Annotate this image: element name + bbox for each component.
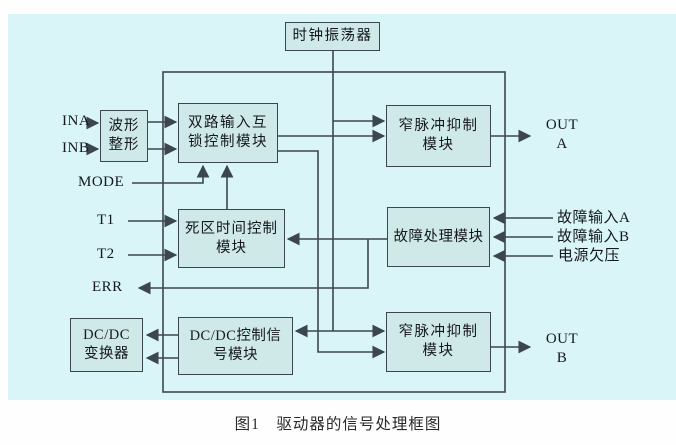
wire-mode — [132, 164, 210, 184]
block-label: 锁控制模块 — [188, 134, 268, 150]
wire-fault-to-err — [137, 239, 369, 295]
block-label: 号模块 — [213, 347, 258, 363]
block-dual-input-interlock: 双路输入互 锁控制模块 — [178, 103, 278, 163]
block-label: 模块 — [216, 239, 247, 256]
pin-line: OUT — [545, 117, 579, 133]
block-label: DC/DC — [83, 327, 130, 343]
block-label: 故障处理模块 — [393, 228, 484, 245]
pin-label-mode: MODE — [78, 174, 125, 190]
block-label: 时钟振荡器 — [292, 28, 373, 44]
pin-label-fault-input-b: 故障输入B — [557, 229, 630, 245]
pin-label-ina: INA — [62, 113, 91, 129]
figure-caption: 图1 驱动器的信号处理框图 — [234, 416, 442, 433]
pin-label-err: ERR — [92, 279, 123, 295]
block-dead-time-control: 死区时间控制 模块 — [178, 209, 285, 268]
pin-line: A — [556, 136, 568, 152]
pin-line: B — [556, 350, 568, 366]
pin-label-t2: T2 — [97, 246, 115, 262]
pin-label-undervoltage: 电源欠压 — [558, 248, 621, 264]
block-label: 窄脉冲抑制 — [398, 118, 479, 134]
block-label: 整形 — [108, 137, 140, 153]
block-clock-oscillator: 时钟振荡器 — [285, 22, 380, 51]
pin-label-fault-input-a: 故障输入A — [557, 210, 631, 226]
block-fault-handler: 故障处理模块 — [387, 207, 490, 267]
block-dcdc-control-signal: DC/DC控制信 号模块 — [178, 317, 293, 375]
block-label: DC/DC控制信 — [189, 328, 282, 344]
block-label: 窄脉冲抑制 — [398, 324, 479, 340]
pin-label-out-b: OUT B — [540, 332, 584, 366]
block-label: 波形 — [108, 118, 140, 134]
pin-line: OUT — [545, 331, 579, 347]
pin-label-inb: INB — [62, 140, 90, 156]
pin-label-out-a: OUT A — [540, 118, 584, 152]
wire-interlock-to-narrowpulse-b — [278, 150, 386, 359]
block-label: 双路输入互 — [188, 115, 268, 131]
block-dcdc-converter: DC/DC 变换器 — [70, 318, 143, 372]
block-narrow-pulse-suppression-b: 窄脉冲抑制 模块 — [386, 312, 491, 372]
pin-label-t1: T1 — [97, 212, 115, 228]
block-label: 死区时间控制 — [185, 220, 278, 237]
block-label: 模块 — [422, 343, 455, 359]
block-label: 模块 — [422, 137, 455, 153]
block-narrow-pulse-suppression-a: 窄脉冲抑制 模块 — [386, 105, 491, 167]
block-wave-shaper: 波形 整形 — [100, 110, 148, 162]
block-label: 变换器 — [84, 346, 129, 362]
